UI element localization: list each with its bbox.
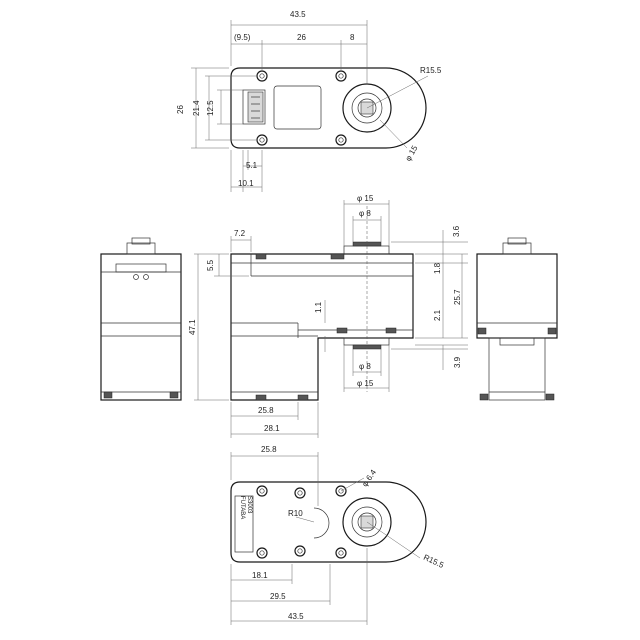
horn-bottom — [343, 337, 390, 346]
dim-bottom-offset-18: 18.1 — [252, 571, 268, 580]
dim-top-overall: 43.5 — [290, 10, 306, 19]
label-line-1: FUTABA — [239, 496, 245, 519]
top-view-inner-panel — [273, 85, 322, 130]
mounting-hole — [256, 70, 268, 82]
dim-side-bottom-width: 25.8 — [258, 406, 274, 415]
top-view: 43.5 (9.5) 26 8 R15.5 26 21.4 12.5 φ 15 … — [176, 10, 442, 192]
dim-top-connector-height: 12.5 — [206, 100, 215, 116]
dim-side-r-1-8: 1.8 — [433, 262, 442, 274]
dim-top-conn-width: 5.1 — [246, 161, 258, 170]
dim-side-total-height: 47.1 — [188, 319, 197, 335]
dim-top-hole-pitch: 26 — [297, 33, 306, 42]
dim-bottom-hole-dia: φ 6.4 — [360, 468, 378, 489]
label-line-2: S3003 — [246, 496, 252, 514]
mounting-hole — [335, 134, 347, 146]
mounting-hole — [256, 485, 268, 497]
dim-side-r-25-7: 25.7 — [453, 289, 462, 305]
dim-top-left-offset: (9.5) — [234, 33, 251, 42]
dim-side-r-3-9: 3.9 — [453, 356, 462, 368]
dim-bottom-overall: 43.5 — [288, 612, 304, 621]
front-view-outline — [230, 253, 414, 401]
dim-top-inner-height: 21.4 — [192, 100, 201, 116]
left-side-body — [100, 253, 182, 401]
dim-top-radius: R15.5 — [420, 66, 442, 75]
dim-side-r-2-1: 2.1 — [433, 309, 442, 321]
dim-bottom-top-width: 25.8 — [261, 445, 277, 454]
connector-body — [247, 91, 264, 123]
dim-side-horn-top: φ 15 — [357, 194, 374, 203]
dim-bottom-radius-large: R15.5 — [422, 553, 446, 570]
dim-side-gap: 1.1 — [314, 301, 323, 313]
dim-side-horn-bottom: φ 15 — [357, 379, 374, 388]
dim-side-top-step: 5.5 — [206, 259, 215, 271]
label-plate — [234, 495, 254, 553]
dim-side-top-offset: 7.2 — [234, 229, 246, 238]
dim-top-height: 26 — [176, 105, 185, 114]
dim-top-right-offset: 8 — [350, 33, 355, 42]
mounting-hole — [335, 485, 347, 497]
left-side-view — [100, 237, 182, 401]
bottom-view-outline — [230, 481, 427, 563]
mounting-hole — [294, 545, 306, 557]
cutout-arc — [313, 507, 330, 539]
mounting-hole — [256, 134, 268, 146]
output-horn-bottom — [342, 497, 392, 547]
dim-side-bottom-total: 28.1 — [264, 424, 280, 433]
mounting-hole — [335, 547, 347, 559]
front-view: 7.2 5.5 47.1 1.1 25.8 28.1 φ 15 φ 8 φ 8 … — [188, 194, 468, 438]
right-side-body — [476, 253, 558, 339]
dim-side-r-3-6: 3.6 — [452, 225, 461, 237]
dim-bottom-radius-small: R10 — [288, 509, 303, 518]
top-view-outline — [230, 67, 427, 149]
right-side-view — [476, 237, 558, 401]
horn-top — [343, 245, 390, 255]
dim-top-horn-dia: φ 15 — [404, 144, 420, 163]
mounting-hole — [335, 70, 347, 82]
bottom-view: FUTABA S3003 — [230, 445, 446, 625]
mounting-hole — [256, 547, 268, 559]
mounting-hole — [294, 487, 306, 499]
dim-side-shaft-top: φ 8 — [359, 209, 371, 218]
connector — [242, 89, 266, 125]
dim-side-shaft-bottom: φ 8 — [359, 362, 371, 371]
dim-bottom-offset-29: 29.5 — [270, 592, 286, 601]
dim-top-conn-offset: 10.1 — [238, 179, 254, 188]
